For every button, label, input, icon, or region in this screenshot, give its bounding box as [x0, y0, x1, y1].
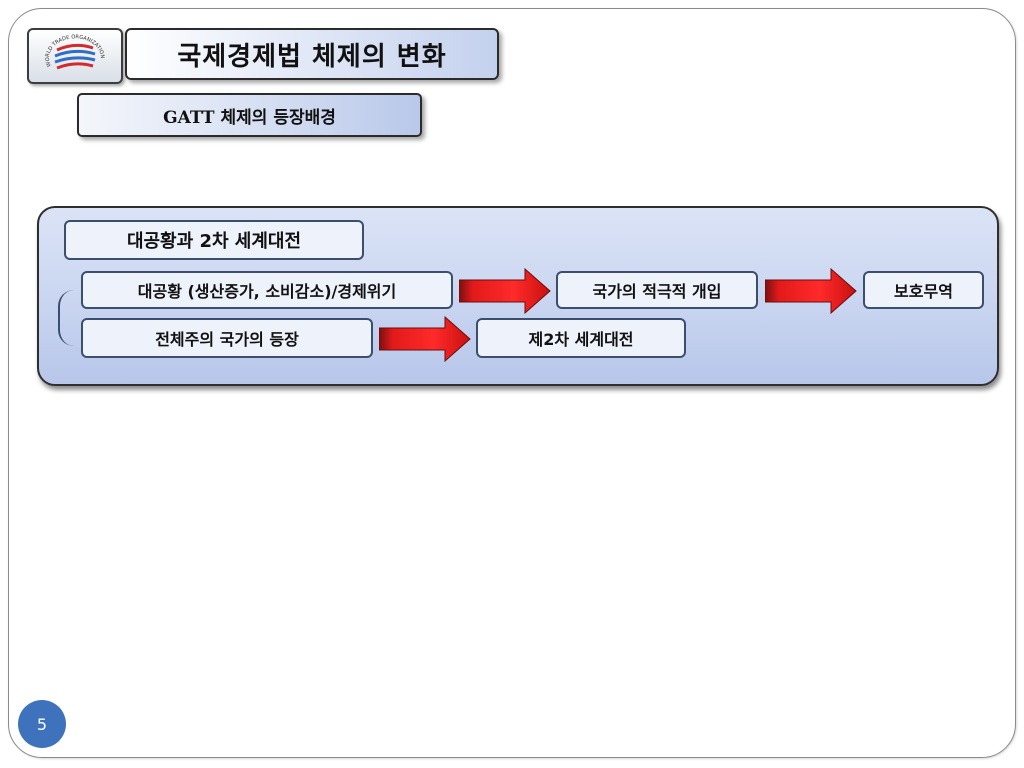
page-title: 국제경제법 체제의 변화 — [125, 28, 499, 80]
arrow-right-icon — [765, 268, 857, 314]
diagram-heading: 대공황과 2차 세계대전 — [64, 220, 364, 260]
grouping-bracket — [58, 290, 76, 346]
node-world-war-2: 제2차 세계대전 — [476, 318, 686, 358]
node-protectionism: 보호무역 — [863, 271, 984, 309]
section-subtitle: GATT 체제의 등장배경 — [77, 93, 422, 137]
arrow-right-icon — [379, 316, 471, 362]
node-great-depression: 대공황 (생산증가, 소비감소)/경제위기 — [81, 271, 453, 309]
arrow-right-icon — [459, 268, 551, 314]
node-totalitarian-states: 전체주의 국가의 등장 — [81, 318, 373, 358]
page-number-badge: 5 — [18, 700, 66, 748]
node-state-intervention: 국가의 적극적 개입 — [556, 271, 758, 309]
wto-logo-icon: WORLD TRADE ORGANIZATION — [45, 34, 105, 70]
wto-logo: WORLD TRADE ORGANIZATION — [27, 28, 123, 84]
